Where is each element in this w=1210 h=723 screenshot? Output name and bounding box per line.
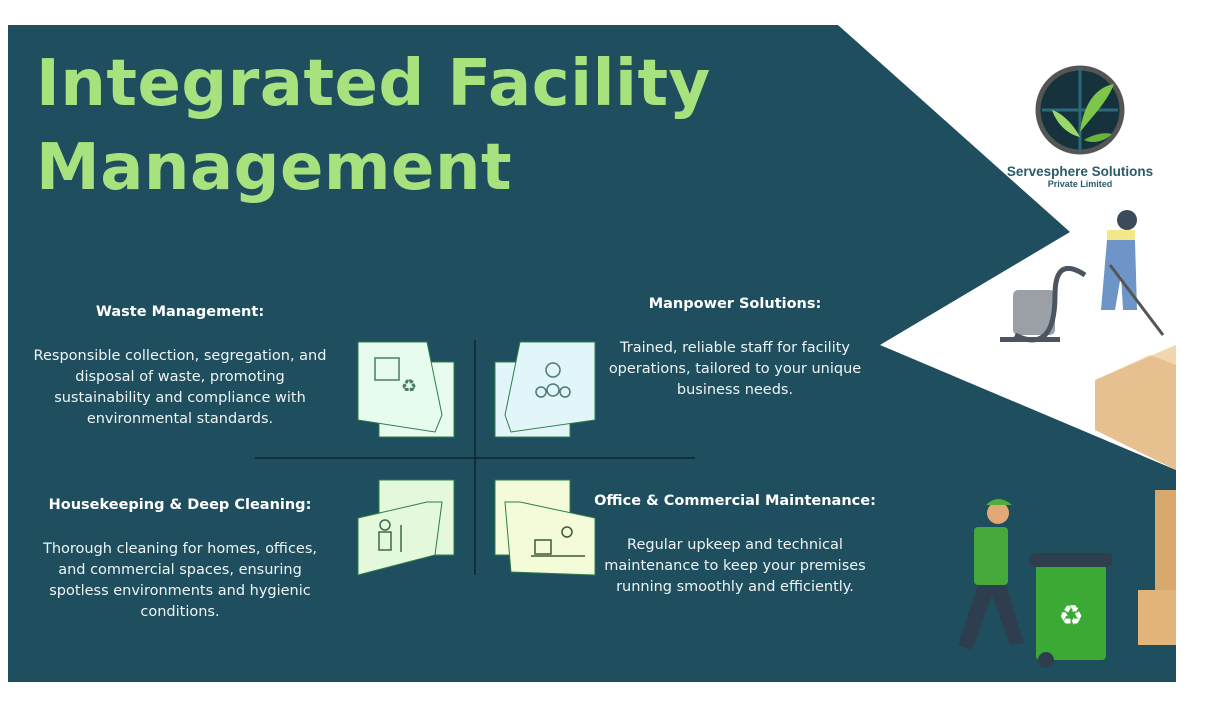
- cleaner-broom-icon: [357, 479, 455, 576]
- section-body: Thorough cleaning for homes, offices, an…: [42, 541, 318, 620]
- cardboard-boxes-illustration: [1095, 345, 1176, 645]
- section-body: Responsible collection, segregation, and…: [33, 348, 327, 427]
- section-body: Trained, reliable staff for facility ope…: [608, 340, 862, 398]
- box-recycle-icon: ♻: [357, 341, 455, 438]
- service-icons-cards: ♻: [357, 341, 596, 576]
- team-gear-icon: [494, 341, 596, 438]
- section-heading: Waste Management:: [95, 304, 265, 320]
- logo-name: Servesphere Solutions: [1006, 164, 1154, 179]
- section-body: Regular upkeep and technical maintenance…: [604, 537, 866, 595]
- svg-text:♻: ♻: [1058, 599, 1083, 632]
- cashier-worker-icon: [494, 479, 596, 576]
- globe-leaf-icon: [1035, 65, 1125, 155]
- section-office-maintenance: Office & Commercial Maintenance: Regular…: [585, 493, 885, 598]
- svg-text:♻: ♻: [401, 376, 417, 397]
- vacuum-worker-illustration: [1000, 210, 1165, 343]
- company-logo: Servesphere Solutions Private Limited: [1000, 62, 1160, 189]
- logo-subtitle: Private Limited: [1047, 179, 1113, 189]
- section-waste-management: Waste Management: Responsible collection…: [30, 304, 330, 430]
- section-heading: Housekeeping & Deep Cleaning:: [48, 497, 312, 513]
- section-heading: Manpower Solutions:: [648, 296, 822, 312]
- section-manpower-solutions: Manpower Solutions: Trained, reliable st…: [585, 296, 885, 401]
- bin-worker-illustration: ♻: [958, 499, 1112, 668]
- section-heading: Office & Commercial Maintenance:: [594, 493, 876, 509]
- section-housekeeping: Housekeeping & Deep Cleaning: Thorough c…: [30, 497, 330, 623]
